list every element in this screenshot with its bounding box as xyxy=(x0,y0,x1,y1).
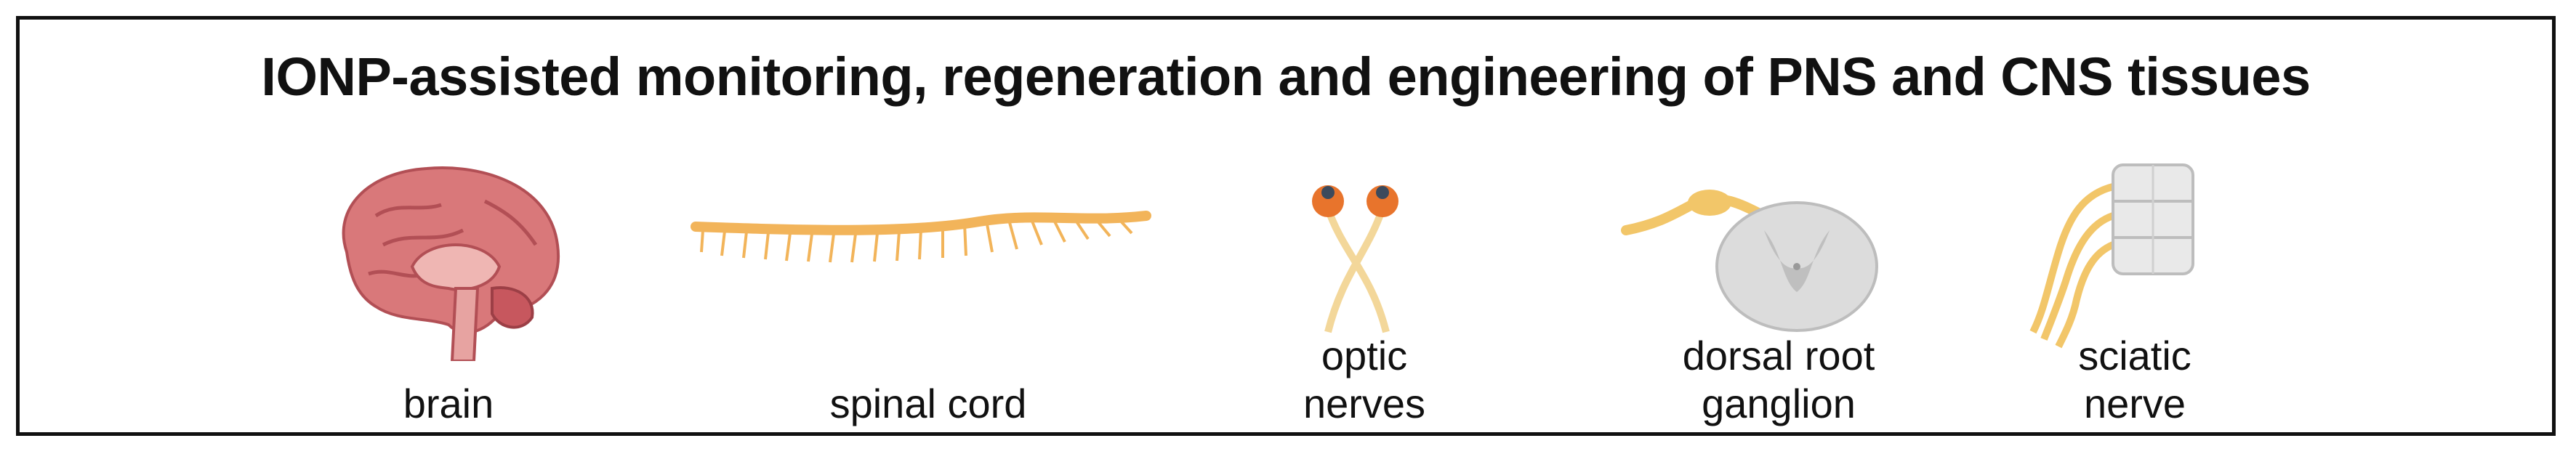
label-dorsal-root-ganglion: dorsal root ganglion xyxy=(1682,333,1875,426)
spinal-cord-illustration xyxy=(691,211,1151,263)
brain-illustration xyxy=(342,166,560,361)
optic-nerves-illustration xyxy=(1312,185,1398,333)
figure-frame: IONP-assisted monitoring, regeneration a… xyxy=(16,16,2556,436)
label-brain: brain xyxy=(403,381,494,426)
sciatic-nerve-illustration xyxy=(2029,163,2194,349)
label-sciatic-nerve: sciatic nerve xyxy=(2078,333,2191,426)
figure-title: IONP-assisted monitoring, regeneration a… xyxy=(261,46,2311,107)
dorsal-root-ganglion-illustration xyxy=(1621,190,1878,332)
label-spinal-cord: spinal cord xyxy=(829,381,1027,426)
label-optic-nerves: optic nerves xyxy=(1303,333,1426,426)
